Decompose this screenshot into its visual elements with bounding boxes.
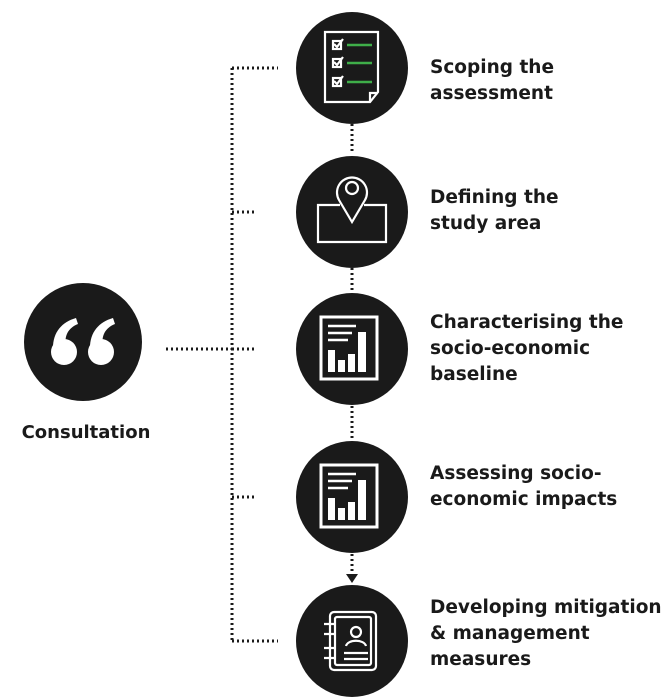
step-label-scoping: Scoping the assessment	[430, 57, 554, 104]
consultation-circle	[24, 283, 142, 401]
quotation-marks-icon	[51, 318, 115, 365]
consultation-label: Consultation	[21, 422, 151, 443]
arrow-head	[346, 574, 358, 583]
step-label-mitigation: Developing mitigation & management measu…	[430, 597, 662, 670]
step-label-impacts: Assessing socio- economic impacts	[430, 463, 618, 510]
bar-chart-report-icon	[319, 463, 379, 529]
step-circle-5	[296, 585, 408, 697]
step-label-baseline: Characterising the socio-economic baseli…	[430, 312, 624, 385]
step-circle-2	[296, 156, 408, 268]
step-label-study-area: Defining the study area	[430, 187, 559, 234]
notebook-icon	[324, 610, 378, 672]
step-circle-4	[296, 441, 408, 553]
checklist-icon	[323, 30, 380, 104]
connectors	[166, 66, 354, 643]
step-circle-1	[296, 12, 408, 124]
step-circle-3	[296, 293, 408, 405]
bar-chart-report-icon	[319, 315, 379, 381]
map-pin-icon	[316, 176, 388, 244]
